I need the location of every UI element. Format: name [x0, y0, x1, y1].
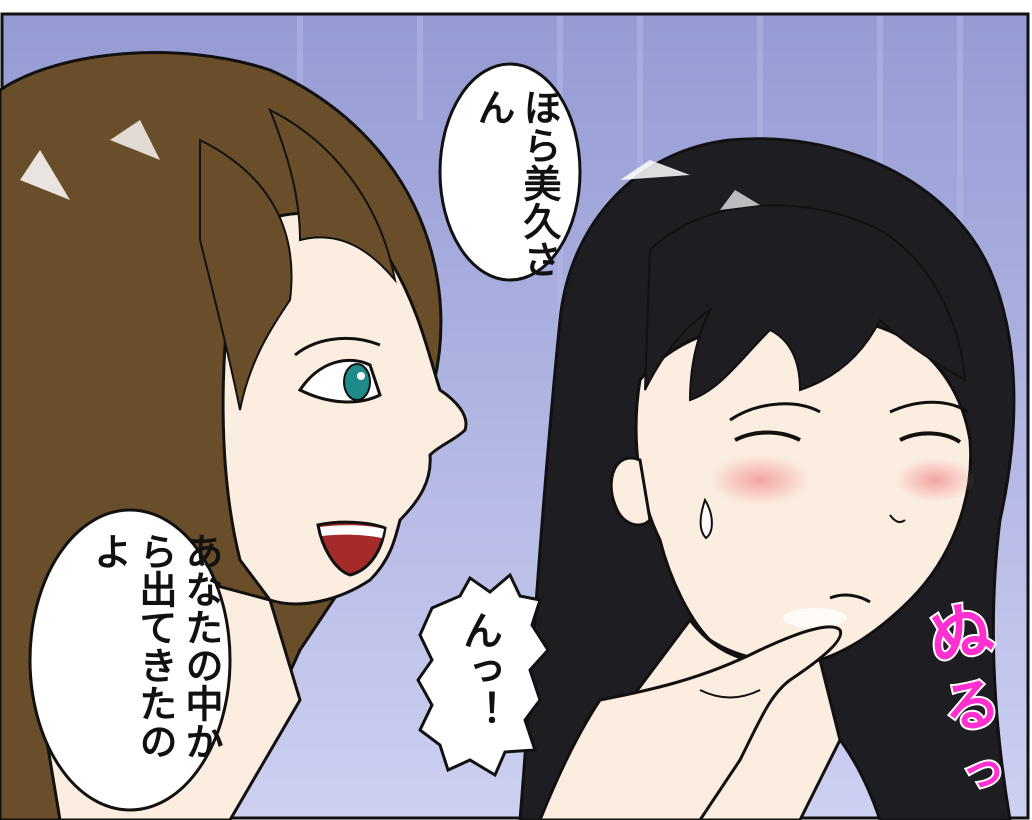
- pointing-hand: [538, 625, 843, 820]
- speech-bubble-3-text: んっ！: [456, 610, 502, 730]
- sfx-char-3: っ: [958, 742, 1009, 799]
- speech-bubble-3: [416, 572, 550, 778]
- sfx-char-1: ぬ: [922, 592, 1000, 678]
- speech-bubble-2: [28, 508, 232, 812]
- sfx-char-2: る: [939, 670, 1005, 744]
- speech-bubble-2-text: あなたの中から出てきたのよ: [87, 532, 223, 760]
- speech-bubble-1-text: ほら美久さん: [471, 88, 561, 278]
- speech-bubble-1: [438, 62, 582, 282]
- right-woman-mouth: [829, 593, 871, 604]
- sound-effect-nurutto: ぬ る っ: [920, 590, 1011, 801]
- right-woman-eye-left: [734, 430, 801, 442]
- white-smoke: [783, 608, 847, 628]
- right-woman-eye-right: [899, 431, 962, 444]
- right-woman-blush-left: [710, 455, 810, 505]
- right-woman-blush-right: [895, 458, 975, 502]
